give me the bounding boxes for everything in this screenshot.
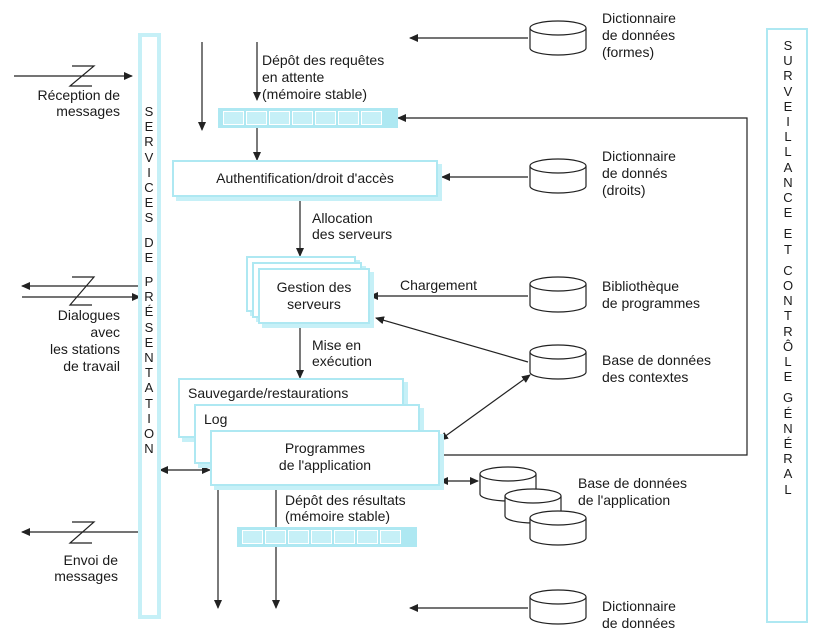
control-band-letter: E <box>783 205 793 221</box>
presentation-band-letter: D <box>144 234 154 250</box>
control-band-letter: É <box>783 436 793 452</box>
presentation-band-letter: S <box>144 319 154 335</box>
arrow-contextes-programmes <box>439 374 531 441</box>
programmes-box <box>210 430 440 486</box>
control-band-letter: G <box>782 390 794 406</box>
programmes-label: Programmes de l'application <box>278 440 372 473</box>
presentation-band-letter <box>139 265 159 274</box>
auth-box <box>172 160 438 197</box>
control-band-letter: T <box>784 308 792 324</box>
telecom-z-icon-2 <box>68 276 96 306</box>
bibliotheque-label: Bibliothèque de programmes <box>602 278 701 311</box>
gestion-label: Gestion des serveurs <box>276 279 352 312</box>
control-band-letter: L <box>784 129 792 145</box>
control-band-letter: R <box>783 451 793 467</box>
reception-label: Réception de messages <box>37 87 120 119</box>
control-band-letter: Ô <box>782 338 794 354</box>
control-band-letter: R <box>783 68 793 84</box>
control-band-letter: R <box>783 323 793 339</box>
control-band-letter: E <box>783 98 793 114</box>
presentation-band-letter: S <box>144 104 154 119</box>
control-band-letter: N <box>783 293 793 309</box>
control-band-letter: É <box>783 405 793 421</box>
control-band-letter: N <box>783 420 793 436</box>
presentation-band-letter: O <box>143 426 155 442</box>
queue-out <box>237 527 417 547</box>
control-band-letter: O <box>782 278 794 294</box>
control-band-letter: A <box>783 159 793 175</box>
queue-in <box>218 108 398 128</box>
contextes-label: Base de données des contextes <box>602 352 711 385</box>
log-label: Log <box>204 411 228 427</box>
presentation-band-letter: E <box>144 249 154 265</box>
arrow-feedback-loop <box>397 114 748 456</box>
application-db-label: Base de données de l'application <box>578 475 687 508</box>
sauvegarde-label: Sauvegarde/restaurations <box>188 385 349 401</box>
database-icon-bibliotheque <box>529 276 587 313</box>
presentation-band-letter: E <box>144 195 154 211</box>
database-icon-dict-formes <box>529 20 587 56</box>
control-band-letter: C <box>783 190 793 206</box>
presentation-band-letter: E <box>144 119 154 135</box>
database-icon-application <box>479 466 587 546</box>
presentation-band-letter: I <box>147 164 151 180</box>
control-band-letter: N <box>783 174 793 190</box>
presentation-band-letter: N <box>144 441 154 457</box>
arrow-contextes-gestion <box>375 316 529 363</box>
control-band-letter: E <box>783 369 793 385</box>
allocation-label: Allocation des serveurs <box>312 210 393 242</box>
presentation-band-letter: C <box>144 180 154 196</box>
presentation-band-letter: I <box>147 410 151 426</box>
telecom-z-icon <box>68 65 96 87</box>
control-band-letter: L <box>784 144 792 160</box>
database-icon-dict-droits <box>529 158 587 194</box>
presentation-band-letter: R <box>144 134 154 150</box>
control-band-letter: I <box>786 114 790 130</box>
control-band-letter: E <box>783 226 793 242</box>
presentation-band-letter: T <box>145 395 153 411</box>
telecom-z-icon-3 <box>68 521 96 544</box>
presentation-band-letter <box>139 226 159 235</box>
control-band-letter: C <box>783 262 793 278</box>
control-band <box>766 28 808 623</box>
auth-label: Authentification/droit d'accès <box>216 170 394 186</box>
presentation-band-letter: E <box>144 334 154 350</box>
presentation-band-letter: V <box>144 149 154 165</box>
mise-label: Mise en exécution <box>312 337 372 369</box>
presentation-band-letter: É <box>144 304 154 320</box>
dict-formes-label: Dictionnaire de données (formes) <box>602 10 676 60</box>
presentation-band-letter: T <box>145 365 153 381</box>
chargement-label: Chargement <box>400 277 478 293</box>
gestion-box <box>258 268 370 324</box>
envoi-label: Envoi de messages <box>54 552 118 584</box>
control-band-letter: U <box>783 53 793 69</box>
presentation-band-letter: A <box>144 380 154 396</box>
control-band-letter: L <box>784 354 792 370</box>
control-band-letter: T <box>784 241 792 257</box>
queue-out-label: Dépôt des résultats (mémoire stable) <box>285 492 406 524</box>
database-icon-dict-bottom <box>529 589 587 625</box>
presentation-band-letter: S <box>144 210 154 226</box>
dialogues-label: Dialogues avec les stations de travail <box>49 307 120 374</box>
queue-in-label: Dépôt des requêtes en attente (mémoire s… <box>262 52 385 102</box>
presentation-services-band <box>138 33 161 619</box>
presentation-band-letter: R <box>144 289 154 305</box>
dict-droits-label: Dictionnaire de donnés (droits) <box>602 148 676 198</box>
presentation-band-letter: N <box>144 350 154 366</box>
control-band-letter: L <box>784 481 792 497</box>
presentation-band-letter: P <box>144 274 154 290</box>
control-band-letter: S <box>783 38 793 53</box>
database-icon-contextes <box>529 344 587 380</box>
control-band-letter: V <box>783 83 793 99</box>
dict-bottom-label: Dictionnaire de données <box>602 598 676 631</box>
control-band-letter: A <box>783 466 793 482</box>
